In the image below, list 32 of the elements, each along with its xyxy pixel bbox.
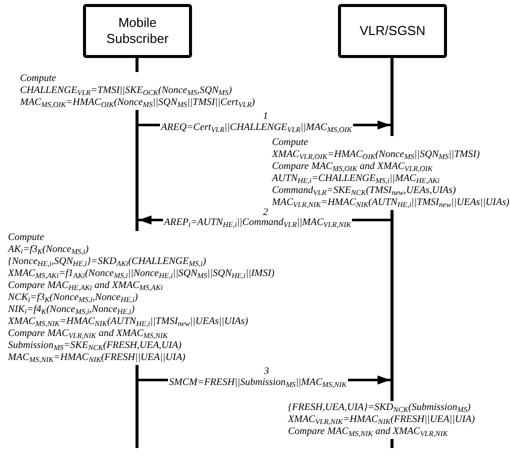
- participant-name: Mobile Subscriber: [105, 15, 170, 47]
- formula-text: Compute: [8, 232, 44, 244]
- formula-text: Compare MAC$_{MS,NIK}$ and XMAC$_{VLR,NIK}$: [288, 426, 448, 438]
- formula-text: Compare MAC$_{MS,OIK}$ and XMAC$_{VLR,OIK}$: [272, 161, 433, 173]
- formula-text: AUTN$_{HE,i}$=CHALLENGE$_{MS,i}$||MAC$_{HE,AKi}$: [272, 173, 440, 185]
- formula-text: Submission$_{MS}$=SKE$_{NCK}$(FRESH,UEA,UIA): [8, 340, 182, 352]
- formula-text: Compare MAC$_{HE,AKi}$ and XMAC$_{MS,AKi}$: [8, 280, 163, 292]
- formula-text: {Nonce$_{HE,i}$,SQN$_{HE,i}$}=SKD$_{AKi}$(CHALLENGE$_{MS,i}$): [8, 256, 206, 268]
- step-number: 3: [264, 366, 269, 378]
- formula-text: NCK$_{i}$=f3$_{K}$(Nonce$_{MS,i}$,Nonce$_{HE,i}$): [8, 292, 138, 304]
- formula-text: XMAC$_{VLR,NIK}$=HMAC$_{NIK}$(FRESH||UEA||UIA): [288, 414, 475, 426]
- formula-text: MAC$_{VLR,NIK}$=HMAC$_{NIK}$(AUTN$_{HE,i}$||TMSI$_{new}$||UEAs||UIAs): [272, 197, 510, 209]
- formula-text: AK$_{i}$=f3$_{K}$(Nonce$_{MS,i}$): [8, 244, 89, 256]
- participant-box: [83, 4, 192, 58]
- formula-text: XMAC$_{VLR,OIK}$=HMAC$_{OIK}$(Nonce$_{MS}$||SQN$_{MS}$||TMSI): [272, 149, 480, 161]
- formula-text: Compare MAC$_{VLR,NIK}$ and XMAC$_{MS,NIK}$: [8, 328, 168, 340]
- formula-text: XMAC$_{MS,NIK}$=HMAC$_{NIK}$(AUTN$_{HE,i}$||TMSI$_{new}$||UEAs||UIAs): [8, 316, 248, 328]
- participant-name: VLR/SGSN: [360, 23, 426, 39]
- participant-box: [338, 4, 447, 58]
- formula-text: Compute: [272, 137, 308, 149]
- formula-text: MAC$_{MS,NIK}$=HMAC$_{NIK}$(FRESH||UEA||UIA): [8, 352, 186, 364]
- formula-text: {FRESH,UEA,UIA}=SKD$_{NCK}$(Submission$_{MS}$): [288, 402, 471, 414]
- formula-text: Command$_{VLR}$=SKE$_{NCK}$(TMSI$_{new}$,UEAs,UIAs): [272, 185, 456, 197]
- formula-text: MAC$_{MS,OIK}$=HMAC$_{OIK}$(Nonce$_{MS}$||SQN$_{MS}$||TMSI||Cert$_{VLR}$): [20, 97, 255, 109]
- formula-text: CHALLENGE$_{VLR}$=TMSI||SKE$_{OCK}$(Nonce$_{MS}$,SQN$_{MS}$): [20, 85, 232, 97]
- message-label: AREP$_{i}$=AUTN$_{HE,i}$||Command$_{VLR}$||MAC$_{VLR,NIK}$: [163, 217, 352, 229]
- step-number: 2: [263, 207, 268, 218]
- formula-text: XMAC$_{MS,AKi}$=f1$_{AKi}$(Nonce$_{MS,i}$||Nonce$_{HE,i}$||SQN$_{MS}$||SQN$_{HE,i}$||IMSI): [8, 268, 274, 280]
- message-label: AREQ=Cert$_{VLR}$||CHALLENGE$_{VLR}$||MAC$_{MS,OIK}$: [160, 122, 353, 134]
- message-label: SMCM=FRESH||Submission$_{MS}$||MAC$_{MS,NIK}$: [168, 377, 348, 389]
- formula-text: Compute: [20, 73, 56, 85]
- step-number: 1: [263, 111, 268, 123]
